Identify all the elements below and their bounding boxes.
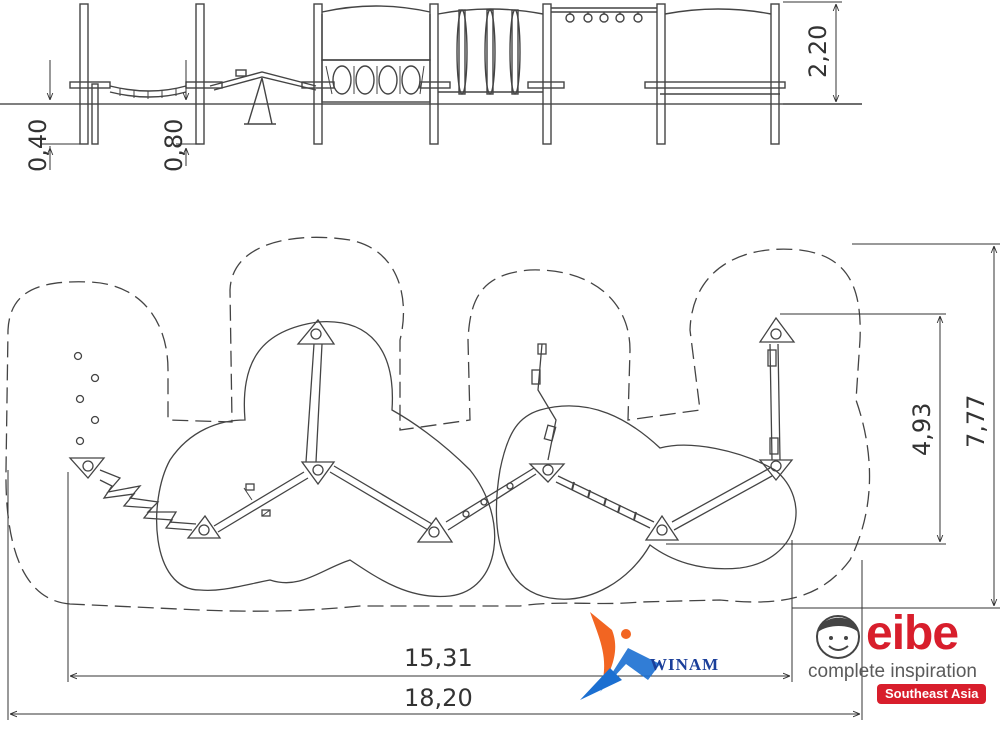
elevation-view <box>0 1 862 170</box>
dimension-outer-width: 18,20 <box>404 684 473 712</box>
stepping-posts <box>73 351 100 446</box>
hanging-bridge <box>109 85 187 98</box>
rope-bridge-2 <box>445 467 537 531</box>
fall-zone-left <box>156 321 496 598</box>
dimension-inner-width: 15,31 <box>404 644 473 672</box>
dimension-inner-depth: 4,93 <box>908 403 936 456</box>
climbing-net <box>321 5 431 103</box>
post-symbols <box>68 316 796 543</box>
region-badge: Southeast Asia <box>877 684 987 704</box>
winam-logo-icon <box>580 612 660 700</box>
winam-watermark-text: WINAM <box>650 655 720 674</box>
dimension-depth-1: 0,40 <box>24 119 52 172</box>
hanging-rings <box>551 7 657 23</box>
fall-zone-right <box>495 405 797 600</box>
rope-tunnel <box>437 8 544 95</box>
balance-beam-plan <box>213 471 309 533</box>
rope-bridge-1 <box>329 465 433 531</box>
chain-ladder <box>537 343 557 461</box>
dimension-height: 2,20 <box>804 25 832 78</box>
child-face-icon <box>816 615 860 659</box>
plan-view <box>5 236 1000 720</box>
dimension-outer-depth: 7,77 <box>962 395 990 448</box>
dimension-depth-2: 0,80 <box>160 119 188 172</box>
zigzag-bridge <box>99 469 197 531</box>
safety-zone-outline <box>5 236 871 612</box>
right-beam <box>671 467 773 531</box>
balance-beam <box>209 69 317 125</box>
brand-logo-text: eibe <box>866 607 959 660</box>
rope-rail <box>664 8 772 15</box>
brand-tagline: complete inspiration <box>808 661 977 682</box>
platforms <box>69 81 786 95</box>
